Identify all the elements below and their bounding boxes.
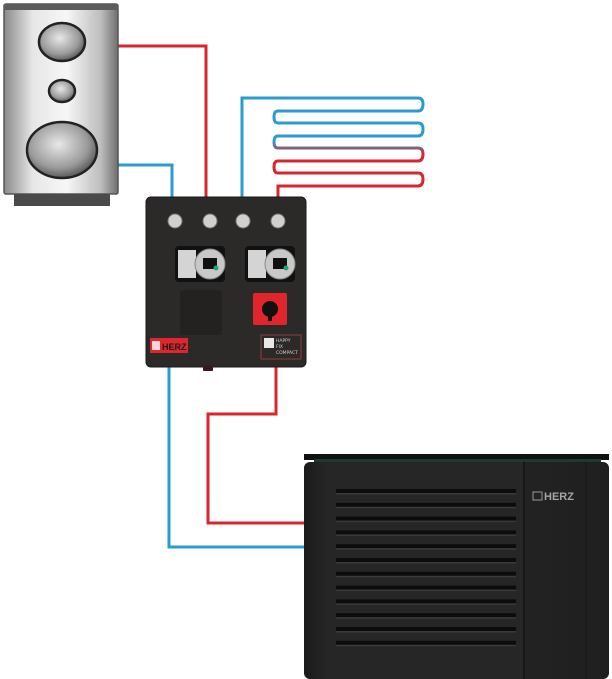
- drain-valve: [203, 366, 213, 371]
- mixing-block: [180, 290, 222, 335]
- louver-highlight: [336, 644, 516, 647]
- pipe-tank-return: [118, 163, 174, 198]
- louver-slat: [336, 613, 516, 618]
- louver-highlight: [336, 506, 516, 509]
- station-brand-text: HERZ: [162, 342, 187, 352]
- louver-highlight: [336, 493, 516, 495]
- louver-highlight: [336, 520, 516, 523]
- label-line-3: COMPACT: [276, 350, 298, 356]
- pipe-heatpump-return: [167, 366, 305, 549]
- louver-highlight: [336, 603, 516, 605]
- storage-tank: [3, 3, 119, 206]
- louver-highlight: [336, 534, 516, 536]
- pipe-heatpump-supply: [206, 366, 305, 525]
- louver-highlight: [336, 548, 516, 550]
- gauge-2: [202, 213, 218, 229]
- louver-highlight: [336, 575, 516, 578]
- tank-port-bottom: [25, 120, 99, 180]
- gauge-4: [270, 213, 286, 229]
- gauges: [167, 213, 286, 229]
- louver-slat: [336, 627, 516, 631]
- pump-station: HERZ HAPPY FIX COMPACT: [145, 196, 307, 371]
- label-line-1: HAPPY: [276, 338, 291, 344]
- label-line-2: FIX: [276, 344, 283, 350]
- louvers: [336, 489, 516, 647]
- loop-coil: [272, 96, 425, 198]
- louver-highlight: [336, 562, 516, 564]
- louver-highlight: [336, 589, 516, 592]
- louver-highlight: [336, 631, 516, 633]
- louver-highlight: [336, 617, 516, 619]
- louver-slat: [336, 502, 516, 507]
- louver-slat: [336, 544, 516, 549]
- louver-slat: [336, 640, 516, 645]
- heat-pump-brand-text: HERZ: [544, 491, 574, 503]
- rotary-switch[interactable]: [253, 293, 287, 325]
- louver-slat: [336, 489, 516, 493]
- tank-port-middle: [47, 78, 77, 104]
- floor-heating-loop: [240, 96, 425, 198]
- louver-slat: [336, 599, 516, 604]
- gauge-3: [235, 213, 251, 229]
- gauge-1: [167, 213, 183, 229]
- circulation-pump-1: [175, 246, 226, 282]
- pipe-tank-supply: [118, 44, 208, 198]
- louver-slat: [336, 530, 516, 535]
- louver-slat: [336, 516, 516, 521]
- louver-slat: [336, 558, 516, 562]
- tank-port-top: [37, 21, 87, 63]
- circulation-pump-2: [245, 246, 296, 282]
- louver-slat: [336, 585, 516, 590]
- station-product-label: HAPPY FIX COMPACT: [260, 334, 302, 360]
- heat-pump-brand: HERZ: [532, 491, 574, 503]
- station-brand-badge: HERZ: [150, 338, 188, 353]
- louver-slat: [336, 571, 516, 576]
- heat-pump: HERZ: [304, 454, 609, 679]
